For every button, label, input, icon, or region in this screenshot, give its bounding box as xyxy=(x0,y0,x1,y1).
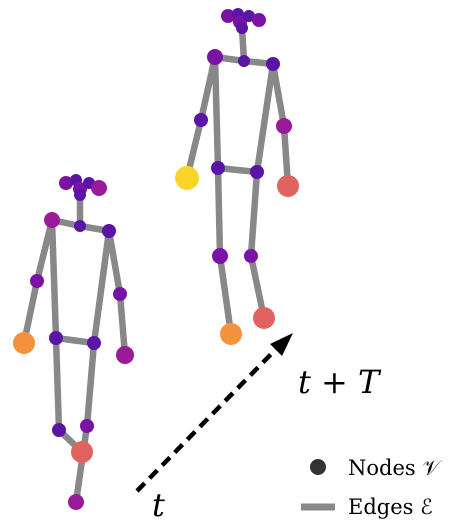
time-arrow-head xyxy=(270,333,293,356)
legend-edges-label: Edges ℰ xyxy=(348,495,433,519)
joint-node-rwr xyxy=(116,346,134,364)
skeleton-at-time-t-plus-T xyxy=(175,8,299,345)
joint-node-lkn xyxy=(212,248,228,264)
joint-node-neck xyxy=(74,220,86,232)
joint-node-head xyxy=(74,189,86,201)
joint-node-rank xyxy=(253,307,275,329)
skeleton-edge xyxy=(48,219,60,339)
joint-node-neck xyxy=(238,55,250,67)
joint-node-lank xyxy=(71,441,93,463)
joint-node-lkn xyxy=(52,423,66,437)
joint-node-rel xyxy=(276,118,292,134)
label-t: t xyxy=(152,486,165,523)
legend: Nodes 𝒱 Edges ℰ xyxy=(301,456,443,519)
joint-node-rhip xyxy=(250,165,264,179)
joint-node-f5 xyxy=(91,180,107,196)
joint-node-rkn xyxy=(80,419,94,433)
joint-node-lsh xyxy=(207,49,223,65)
joint-node-lhip xyxy=(211,161,225,175)
skeleton-edge xyxy=(253,63,277,173)
joint-node-rhip xyxy=(87,336,101,350)
joint-node-rsh xyxy=(102,224,116,238)
joint-node-f5 xyxy=(252,13,266,27)
joint-node-f4 xyxy=(243,10,255,22)
joint-node-lwr xyxy=(13,332,35,354)
skeleton-edge xyxy=(247,171,261,257)
legend-node-marker xyxy=(310,459,326,475)
legend-nodes-label: Nodes 𝒱 xyxy=(348,456,443,480)
joint-node-rel xyxy=(113,287,127,301)
skeleton-edge xyxy=(116,293,129,356)
joint-node-lhip xyxy=(49,331,63,345)
skeleton-edge xyxy=(269,63,288,127)
skeleton-edge xyxy=(83,342,98,427)
joint-node-lwr xyxy=(175,166,199,190)
time-arrow-shaft xyxy=(135,343,282,493)
skeleton-edge xyxy=(52,337,63,431)
joint-node-rwr xyxy=(277,175,299,197)
skeleton-edge xyxy=(211,56,222,169)
joint-node-head xyxy=(236,22,248,34)
skeleton-edge xyxy=(214,167,224,257)
joint-node-f1 xyxy=(59,176,73,190)
joint-node-f1 xyxy=(221,9,235,23)
joint-node-lel xyxy=(30,274,44,288)
label-t-plus-T: t + T xyxy=(298,363,382,401)
joint-node-rkn xyxy=(244,249,258,263)
joint-node-rank xyxy=(68,494,84,510)
joint-node-lel xyxy=(194,113,208,127)
skeleton-edge xyxy=(216,255,235,335)
skeleton-at-time-t xyxy=(13,174,134,510)
joint-node-lsh xyxy=(44,212,60,228)
skeleton-edge xyxy=(72,425,91,503)
skeleton-edge xyxy=(90,230,113,344)
joint-node-rsh xyxy=(266,57,280,71)
joint-node-lank xyxy=(220,323,242,345)
